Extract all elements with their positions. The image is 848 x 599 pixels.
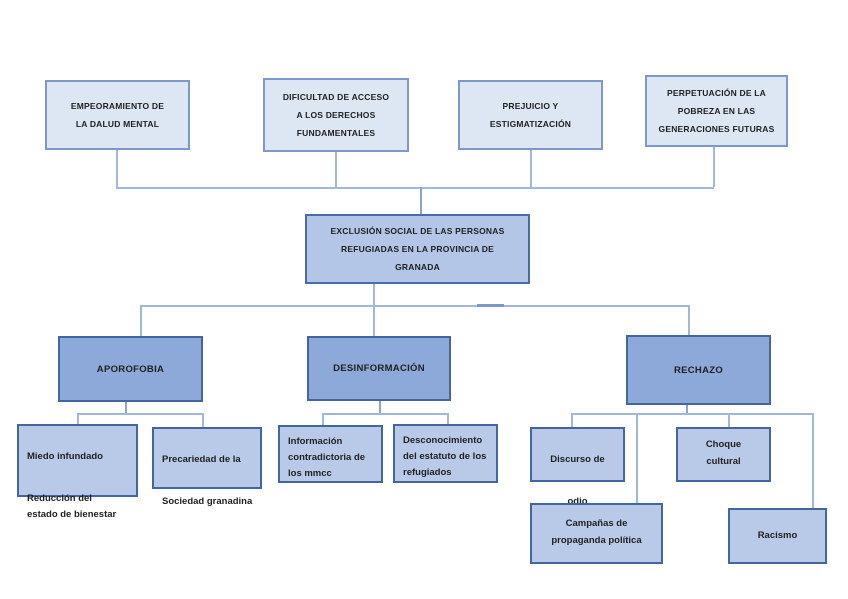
connector-line [686, 405, 688, 413]
cause-box-aporofobia: APOROFOBIA [58, 336, 203, 402]
connector-line [420, 187, 422, 214]
cause-box-rechazo: RECHAZO [626, 335, 771, 405]
effect-box-perpetuacion: PERPETUACIÓN DE LA POBREZA EN LAS GENERA… [645, 75, 788, 147]
connector-line [322, 413, 324, 425]
connector-line [477, 304, 504, 307]
sub-box-text: Reducción del estado de bienestar [27, 493, 117, 520]
connector-line [379, 401, 381, 413]
connector-line [688, 305, 690, 335]
connector-line [140, 305, 142, 336]
connector-line [571, 413, 813, 415]
sub-box-text: Miedo infundado [27, 451, 103, 462]
connector-line [77, 413, 79, 424]
connector-line [202, 413, 204, 427]
sub-box-racismo: Racismo [728, 508, 827, 564]
connector-line [140, 305, 689, 307]
connector-line [322, 413, 448, 415]
effect-box-empeoramiento: EMPEORAMIENTO DE LA DALUD MENTAL [45, 80, 190, 150]
sub-box-campanas-propaganda: Campañas de propaganda política [530, 503, 663, 564]
connector-line [713, 147, 715, 187]
sub-box-informacion-contradictoria: Información contradictoria de los mmcc [278, 425, 383, 483]
sub-box-text: Discurso de [550, 454, 605, 465]
effect-box-prejuicio: PREJUICIO Y ESTIGMATIZACIÓN [458, 80, 603, 150]
connector-line [125, 402, 127, 413]
effect-box-dificultad-acceso: DIFICULTAD DE ACCESO A LOS DERECHOS FUND… [263, 78, 409, 152]
connector-line [728, 413, 730, 427]
cause-box-desinformacion: DESINFORMACIÓN [307, 336, 451, 401]
sub-box-choque-cultural: Choque cultural [676, 427, 771, 482]
connector-line [116, 150, 118, 187]
sub-box-desconocimiento-estatuto: Desconocimiento del estatuto de los refu… [393, 424, 498, 483]
connector-line [530, 150, 532, 187]
sub-box-text: Precariedad de la [162, 454, 241, 465]
connector-line [116, 187, 714, 189]
connector-line [335, 152, 337, 187]
sub-box-miedo-infundado: Miedo infundado Reducción del estado de … [17, 424, 138, 520]
sub-box-discurso-odio: Discurso de odio [530, 427, 625, 507]
connector-line [373, 284, 375, 336]
connector-line [812, 413, 814, 508]
connector-line [571, 413, 573, 427]
sub-box-text: Sociedad granadina [162, 496, 253, 507]
connector-line [447, 413, 449, 424]
connector-line [636, 413, 638, 503]
connector-line [77, 413, 203, 415]
central-box-exclusion-social: EXCLUSIÓN SOCIAL DE LAS PERSONAS REFUGIA… [305, 214, 530, 284]
sub-box-precariedad: Precariedad de la Sociedad granadina [152, 427, 262, 507]
sub-box-text: odio [567, 496, 588, 507]
